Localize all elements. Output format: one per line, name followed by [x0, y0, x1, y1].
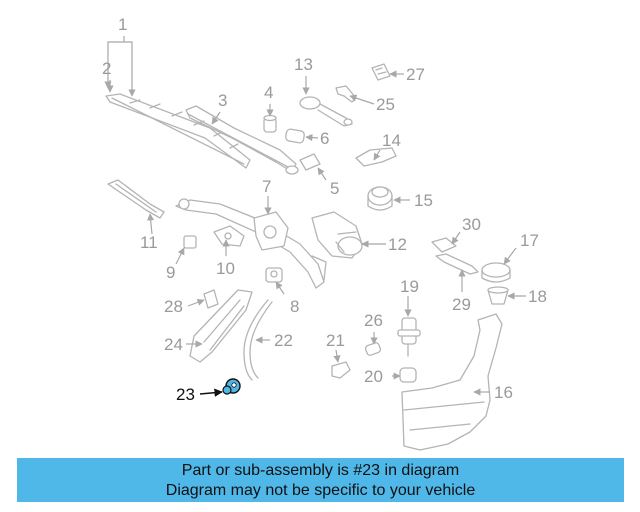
callout-16: 16 [494, 383, 513, 402]
part-connector [371, 63, 391, 81]
part-cap [263, 114, 277, 133]
callout-11: 11 [140, 233, 158, 252]
callout-29: 29 [452, 295, 471, 314]
callout-22: 22 [274, 331, 293, 350]
callout-17: 17 [520, 231, 539, 250]
part-pump-lever [431, 237, 457, 253]
part-wiper-motor [311, 211, 363, 259]
part-hose-bracket [189, 289, 253, 363]
part-grommet [487, 286, 509, 305]
part-hose-clip [203, 289, 219, 309]
callout-26: 26 [364, 311, 383, 330]
callout-21: 21 [326, 331, 345, 350]
callout-13: 13 [294, 55, 313, 74]
part-linkage [175, 198, 327, 289]
callout-23[interactable]: 23 [176, 385, 195, 404]
callout-24: 24 [164, 335, 183, 354]
callout-14: 14 [382, 131, 401, 150]
part-lever [299, 96, 353, 127]
banner-disclaimer-line: Diagram may not be specific to your vehi… [165, 482, 476, 499]
callout-15: 15 [414, 191, 433, 210]
callout-9: 9 [166, 263, 175, 282]
part-link [335, 85, 357, 103]
callout-5: 5 [330, 179, 339, 198]
callout-19: 19 [400, 277, 419, 296]
banner-part-line: Part or sub-assembly is #23 in diagram [181, 462, 460, 479]
callout-28: 28 [164, 297, 183, 316]
info-banner: Part or sub-assembly is #23 in diagram D… [17, 458, 624, 502]
callout-4: 4 [264, 83, 273, 102]
callout-20: 20 [364, 367, 383, 386]
part-pump-seal [399, 367, 417, 383]
part-nut-cover [285, 128, 305, 144]
callout-12: 12 [388, 235, 407, 254]
part-motor-mount [367, 186, 393, 211]
part-plug [364, 342, 382, 356]
callout-30: 30 [462, 215, 481, 234]
part-bracket [299, 153, 321, 171]
part-reservoir-cap [481, 262, 511, 283]
part-drive-rod [107, 179, 165, 219]
callout-18: 18 [528, 287, 547, 306]
part-wiper-arm [185, 105, 299, 175]
part-washer-hose [243, 299, 273, 381]
part-bushing [265, 267, 283, 283]
callout-27: 27 [406, 65, 425, 84]
callout-1: 1 [118, 15, 127, 34]
callout-10: 10 [216, 259, 235, 278]
callout-7: 7 [262, 177, 271, 196]
callout-8: 8 [290, 297, 299, 316]
callout-25: 25 [376, 95, 395, 114]
part-pivot [213, 225, 245, 247]
part-wiper-blade [105, 93, 251, 169]
part-washer-reservoir [401, 313, 503, 451]
callout-2: 2 [102, 59, 111, 78]
part-clip [183, 235, 197, 249]
part-washer-pump [397, 317, 421, 357]
callout-3: 3 [218, 91, 227, 110]
part-hose [331, 361, 351, 379]
part-pump-arm [435, 253, 479, 275]
washer-nozzle-highlight[interactable] [222, 378, 241, 395]
callout-6: 6 [320, 129, 329, 148]
